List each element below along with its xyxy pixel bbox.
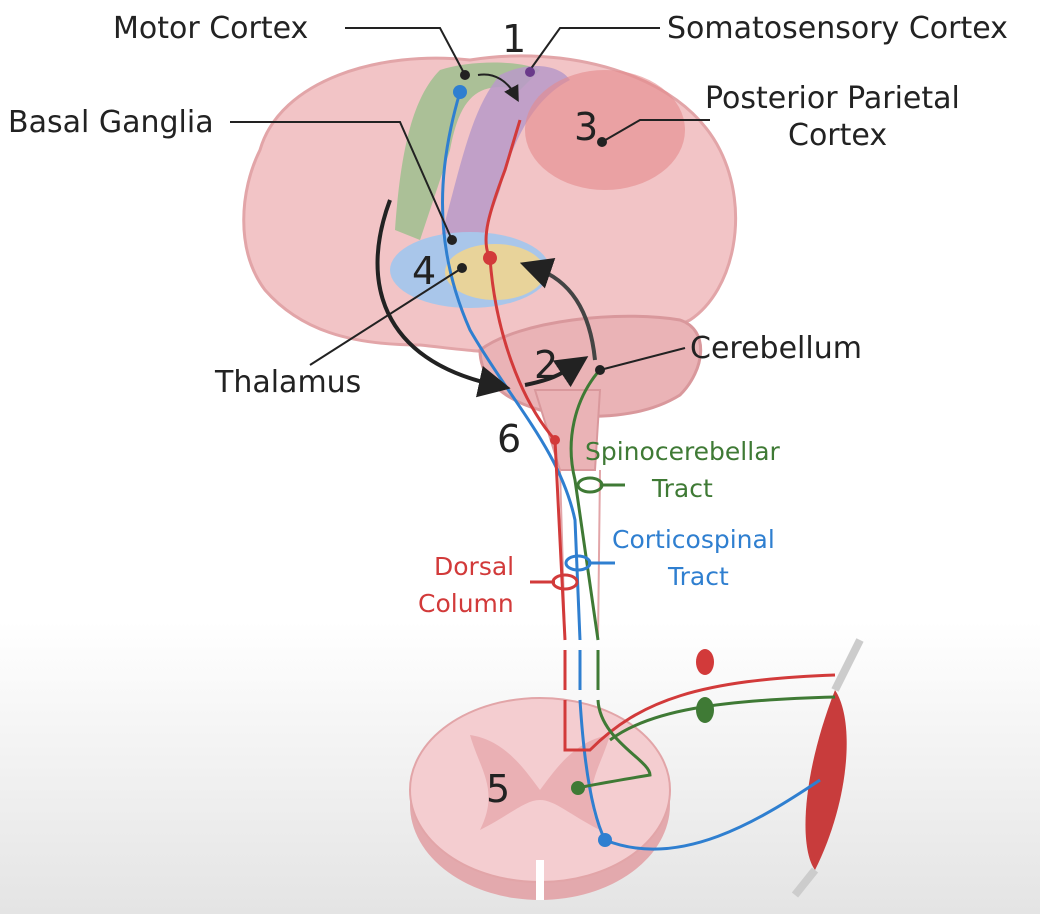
motor-cortex-region [395,62,540,240]
label-basal-ganglia: Basal Ganglia [8,105,214,140]
dorsal-root-ganglion [696,649,714,675]
motor-neuron-soma [453,85,467,99]
lower-motor-neuron [598,833,612,847]
dorsal-column-path [484,119,836,752]
thalamic-neuron [483,251,497,265]
label-somatosensory-cortex: Somatosensory Cortex [667,11,1008,46]
muscle [805,690,847,870]
tendon [791,638,864,898]
label-posterior-parietal-1: Posterior Parietal [705,81,960,116]
label-dorsal-2: Column [418,589,514,618]
label-motor-cortex: Motor Cortex [113,11,308,46]
somatosensory-region [440,65,570,245]
leader-lines [230,27,710,371]
number-6: 6 [497,417,521,461]
motor-sensory-arrow [477,73,519,103]
label-thalamus: Thalamus [214,365,361,400]
label-spinocerebellar-2: Tract [651,474,713,503]
label-corticospinal-1: Corticospinal [612,525,775,554]
number-2: 2 [534,343,558,387]
label-corticospinal-2: Tract [667,562,729,591]
number-4: 4 [412,249,436,293]
cortex-to-cerebellum-arrow [524,356,589,388]
label-posterior-parietal-2: Cortex [788,118,887,153]
basal-ganglia-to-cerebellum-arrow [375,199,511,398]
median-fissure [536,860,544,900]
spinal-interneuron [571,781,585,795]
brainstem-neuron [550,435,560,445]
label-dots [447,67,607,375]
spinocerebellar-tract-path [569,371,836,790]
number-1: 1 [502,17,526,61]
number-3: 3 [574,105,598,149]
spinocerebellar-ganglion [696,697,714,723]
label-cerebellum: Cerebellum [690,331,862,366]
gray-matter [470,735,610,830]
posterior-parietal-region [525,70,685,190]
number-5: 5 [486,767,510,811]
label-spinocerebellar-1: Spinocerebellar [585,437,781,466]
label-dorsal-1: Dorsal [434,552,514,581]
cerebellum-to-thalamus-arrow [519,258,597,361]
